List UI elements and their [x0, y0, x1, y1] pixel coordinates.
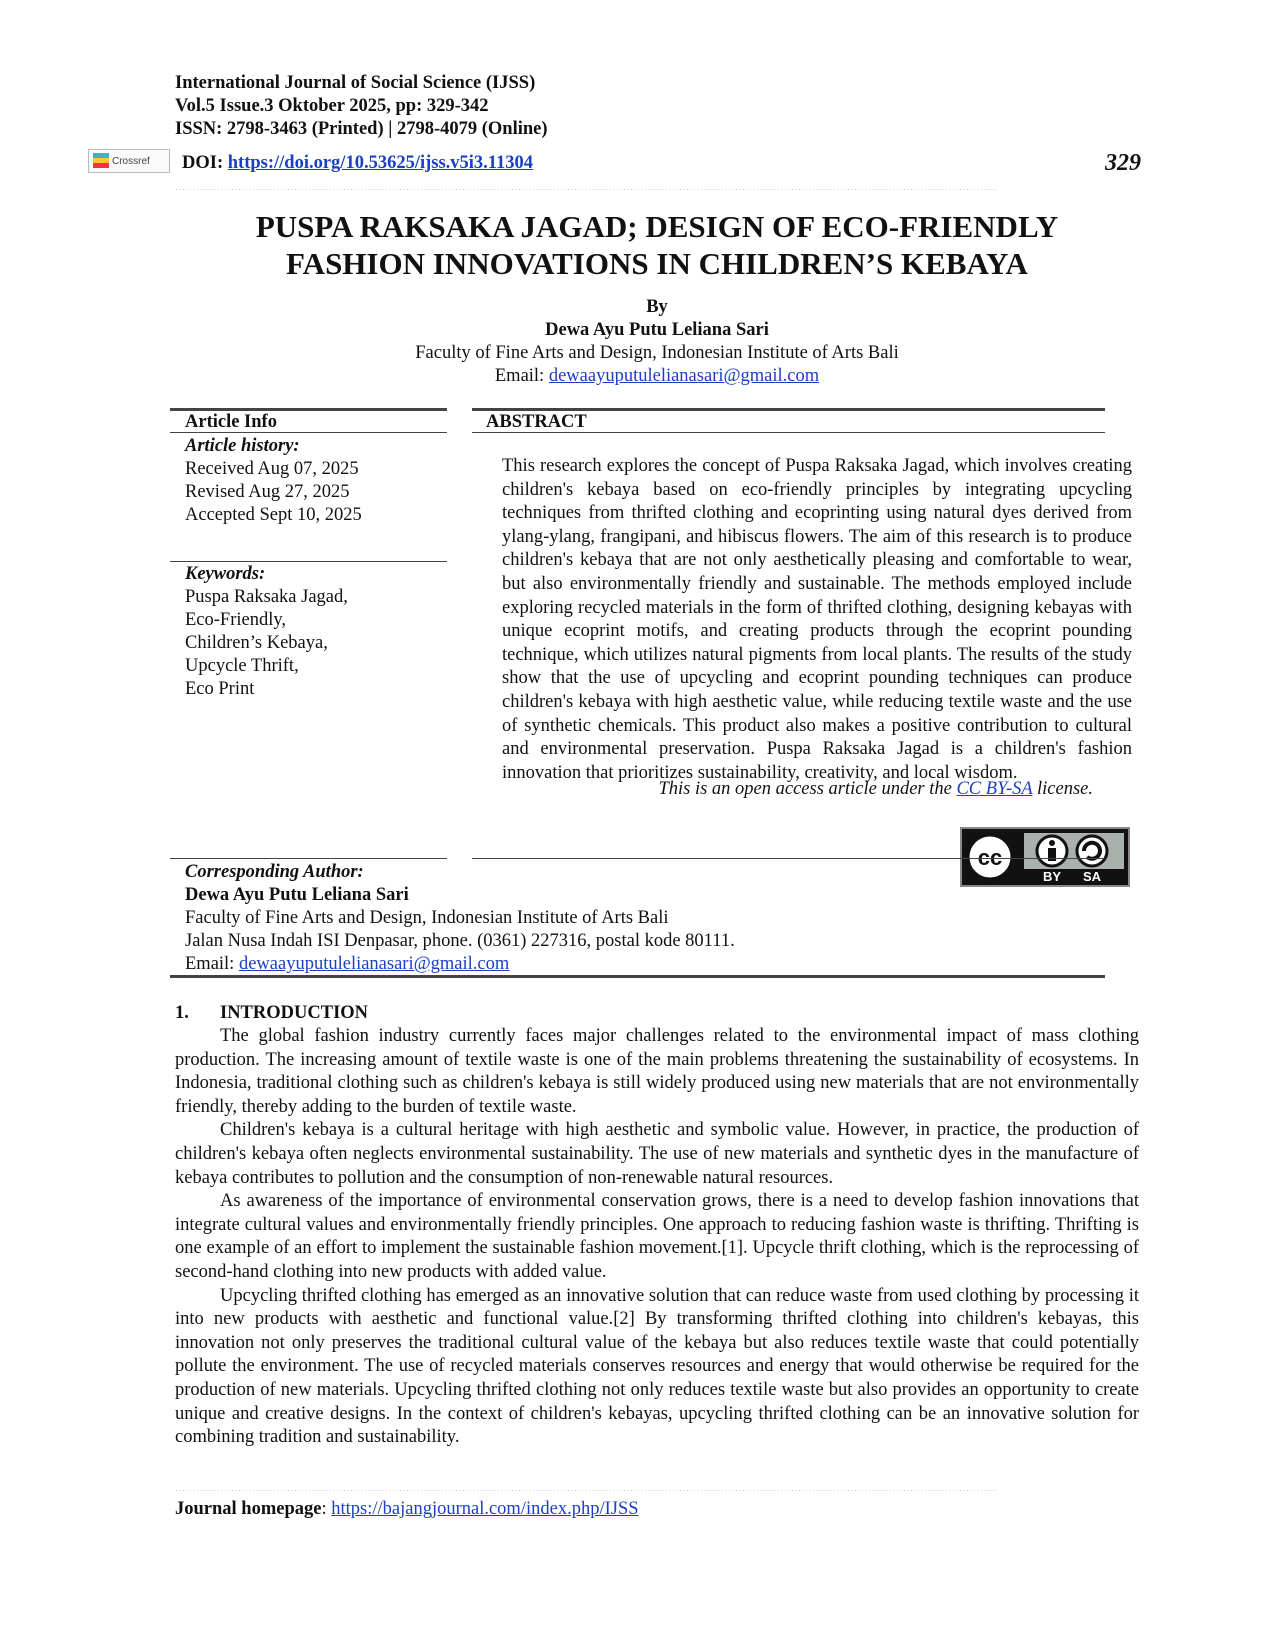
article-history-heading: Article history: [185, 436, 300, 456]
corresponding-email-link[interactable]: dewaayuputulelianasari@gmail.com [238, 954, 510, 974]
intro-paragraph: Children's kebaya is a cultural heritage… [175, 1120, 1139, 1188]
keywords-heading: Keywords: [185, 564, 266, 584]
share-alike-icon [1075, 834, 1109, 868]
keyword-item: Upcycle Thrift, [185, 656, 299, 676]
footer-separator: : [321, 1499, 327, 1519]
journal-homepage-label: Journal homepage [175, 1499, 322, 1519]
volume-info: Vol.5 Issue.3 Oktober 2025, pp: 329-342 [175, 96, 489, 116]
corresponding-heading: Corresponding Author: [185, 862, 364, 882]
corresponding-bottom-rule [170, 975, 1105, 978]
title-line-2: FASHION INNOVATIONS IN CHILDREN’S KEBAYA [286, 246, 1028, 281]
cc-badge-graphic: cc BY SA [962, 829, 1128, 885]
crossref-label: Crossref [112, 155, 150, 167]
keyword-item: Puspa Raksaka Jagad, [185, 587, 348, 607]
corresponding-affiliation: Faculty of Fine Arts and Design, Indones… [185, 908, 669, 928]
title-line-1: PUSPA RAKSAKA JAGAD; DESIGN OF ECO-FRIEN… [255, 209, 1059, 244]
email-label: Email: [494, 366, 545, 386]
doi-label: DOI: [182, 153, 224, 173]
revised-date: Revised Aug 27, 2025 [185, 482, 350, 502]
corresponding-email-line: Email: dewaayuputulelianasari@gmail.com [185, 953, 509, 977]
page-number: 329 [1105, 150, 1141, 176]
svg-text:cc: cc [978, 845, 1002, 870]
cc-license-link[interactable]: CC BY-SA [956, 779, 1033, 799]
doi-link[interactable]: https://doi.org/10.53625/ijss.v5i3.11304 [227, 153, 534, 173]
crossref-icon [93, 153, 109, 169]
info-top-rule [170, 408, 447, 411]
badge-sa-label: SA [1083, 869, 1102, 884]
accepted-date: Accepted Sept 10, 2025 [185, 505, 362, 525]
intro-heading: INTRODUCTION [220, 1003, 369, 1023]
keyword-item: Children’s Kebaya, [185, 633, 328, 653]
cc-icon [966, 833, 1014, 881]
footer-line: Journal homepage: https://bajangjournal.… [175, 1498, 639, 1521]
paper-title: PUSPA RAKSAKA JAGAD; DESIGN OF ECO-FRIEN… [175, 208, 1139, 282]
corresponding-name: Dewa Ayu Putu Leliana Sari [185, 885, 409, 905]
intro-paragraph: Upcycling thrifted clothing has emerged … [175, 1285, 1139, 1448]
journal-name: International Journal of Social Science … [175, 73, 536, 93]
info-heading-rule [170, 432, 447, 433]
license-suffix: license. [1037, 779, 1093, 799]
crossref-logo[interactable]: Crossref [88, 149, 170, 173]
footer-dotted-rule: ........................................… [175, 1485, 1139, 1491]
license-statement: This is an open access article under the… [658, 778, 1093, 801]
issn-info: ISSN: 2798-3463 (Printed) | 2798-4079 (O… [175, 119, 548, 139]
corresponding-email-label: Email: [185, 954, 235, 974]
intro-body: The global fashion industry currently fa… [175, 1025, 1139, 1450]
received-date: Received Aug 07, 2025 [185, 459, 359, 479]
abstract-heading-rule [472, 432, 1105, 433]
keyword-item: Eco Print [185, 679, 255, 699]
keywords-rule [170, 561, 447, 562]
intro-section-number: 1. [175, 1003, 189, 1023]
abstract-heading: ABSTRACT [486, 412, 587, 432]
doi-line: DOI: https://doi.org/10.53625/ijss.v5i3.… [182, 153, 533, 174]
abstract-top-rule [472, 408, 1105, 411]
intro-paragraph: The global fashion industry currently fa… [175, 1026, 1139, 1117]
intro-paragraph: As awareness of the importance of enviro… [175, 1191, 1139, 1282]
byline-by: By [646, 297, 668, 317]
license-prefix: This is an open access article under the [658, 779, 952, 799]
author-email-link[interactable]: dewaayuputulelianasari@gmail.com [548, 366, 820, 386]
header-dotted-rule: ........................................… [175, 184, 1139, 190]
journal-homepage-link[interactable]: https://bajangjournal.com/index.php/IJSS [331, 1499, 639, 1519]
corresponding-address: Jalan Nusa Indah ISI Denpasar, phone. (0… [185, 931, 735, 951]
badge-by-label: BY [1043, 869, 1061, 884]
article-info-heading: Article Info [185, 412, 277, 432]
corresponding-left-rule [170, 858, 447, 859]
cc-by-sa-badge[interactable]: cc BY SA [960, 827, 1130, 887]
keyword-item: Eco-Friendly, [185, 610, 287, 630]
corresponding-right-rule [472, 858, 1105, 859]
abstract-text: This research explores the concept of Pu… [502, 456, 1132, 783]
author-email-line: Email: dewaayuputulelianasari@gmail.com [175, 365, 1139, 388]
author-name: Dewa Ayu Putu Leliana Sari [545, 320, 769, 340]
author-affiliation: Faculty of Fine Arts and Design, Indones… [415, 343, 899, 363]
